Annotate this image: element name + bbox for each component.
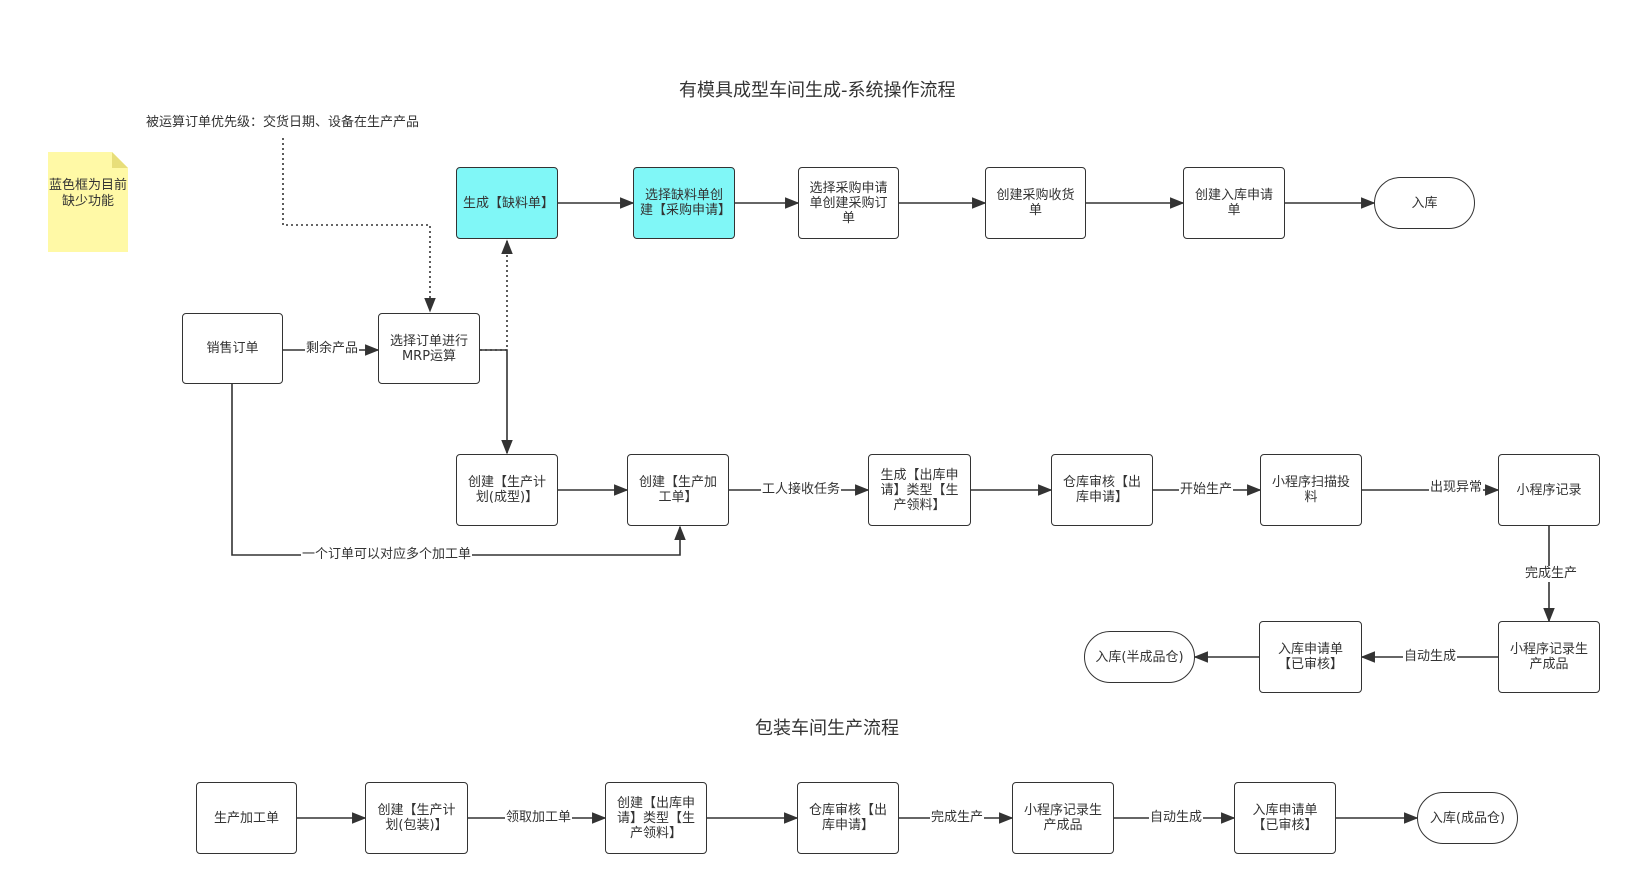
- node-create-inbound[interactable]: 创建入库申请单: [1183, 167, 1285, 239]
- sticky-note-text: 蓝色框为目前缺少功能: [48, 178, 127, 209]
- node-wh-review[interactable]: 仓库审核【出库申请】: [1051, 454, 1153, 526]
- edge-label-remaining: 剩余产品: [305, 341, 360, 357]
- node-p-inbound-finished[interactable]: 入库(成品仓): [1417, 792, 1518, 844]
- node-mrp[interactable]: 选择订单进行MRP运算: [378, 313, 480, 384]
- edge-label-p-auto: 自动生成: [1149, 810, 1204, 826]
- node-inbound-approved[interactable]: 入库申请单【已审核】: [1259, 621, 1362, 693]
- node-inbound-end[interactable]: 入库: [1374, 177, 1475, 229]
- edge-label-exception: 出现异常: [1429, 480, 1484, 496]
- node-p-plan[interactable]: 创建【生产计划(包装)】: [365, 782, 468, 854]
- node-select-purchase[interactable]: 选择采购申请单创建采购订单: [798, 167, 899, 239]
- node-p-record[interactable]: 小程序记录生产成品: [1012, 782, 1114, 854]
- edge-label-start: 开始生产: [1179, 482, 1234, 498]
- node-p-inbound-approved[interactable]: 入库申请单【已审核】: [1234, 782, 1336, 854]
- node-create-receipt[interactable]: 创建采购收货单: [985, 167, 1086, 239]
- node-gen-shortage[interactable]: 生成【缺料单】: [456, 167, 558, 239]
- node-inbound-semi[interactable]: 入库(半成品仓): [1084, 631, 1195, 683]
- edge-priority-dotted: [282, 138, 436, 313]
- edge-label-complete: 完成生产: [1524, 566, 1579, 582]
- node-sales-order[interactable]: 销售订单: [182, 313, 283, 384]
- node-p-outbound[interactable]: 创建【出库申请】类型【生产领料】: [605, 782, 707, 854]
- edge-label-p-receive: 领取加工单: [505, 810, 573, 826]
- node-record-product[interactable]: 小程序记录生产成品: [1498, 621, 1600, 693]
- node-gen-outbound[interactable]: 生成【出库申请】类型【生产领料】: [868, 454, 971, 526]
- node-select-shortage[interactable]: 选择缺料单创建【采购申请】: [633, 167, 735, 239]
- node-p-review[interactable]: 仓库审核【出库申请】: [797, 782, 899, 854]
- edge-label-one-to-many: 一个订单可以对应多个加工单: [301, 547, 473, 563]
- node-p-work-order[interactable]: 生产加工单: [196, 782, 297, 854]
- node-work-order[interactable]: 创建【生产加工单】: [627, 454, 729, 526]
- main-title: 有模具成型车间生成-系统操作流程: [679, 80, 956, 101]
- node-scan-feed[interactable]: 小程序扫描投料: [1260, 454, 1362, 526]
- sticky-note: [48, 152, 128, 252]
- packaging-title: 包装车间生产流程: [755, 718, 899, 739]
- edge-mrp-to-plan: [480, 349, 513, 455]
- edge-mrp-to-shortage: [480, 239, 513, 351]
- priority-note: 被运算订单优先级：交货日期、设备在生产产品: [146, 115, 420, 130]
- edge-label-accept-task: 工人接收任务: [761, 482, 842, 498]
- node-plan-molding[interactable]: 创建【生产计划(成型)】: [456, 454, 558, 526]
- edge-label-p-complete: 完成生产: [930, 810, 985, 826]
- edge-label-auto-gen: 自动生成: [1403, 649, 1458, 665]
- node-record[interactable]: 小程序记录: [1498, 454, 1600, 526]
